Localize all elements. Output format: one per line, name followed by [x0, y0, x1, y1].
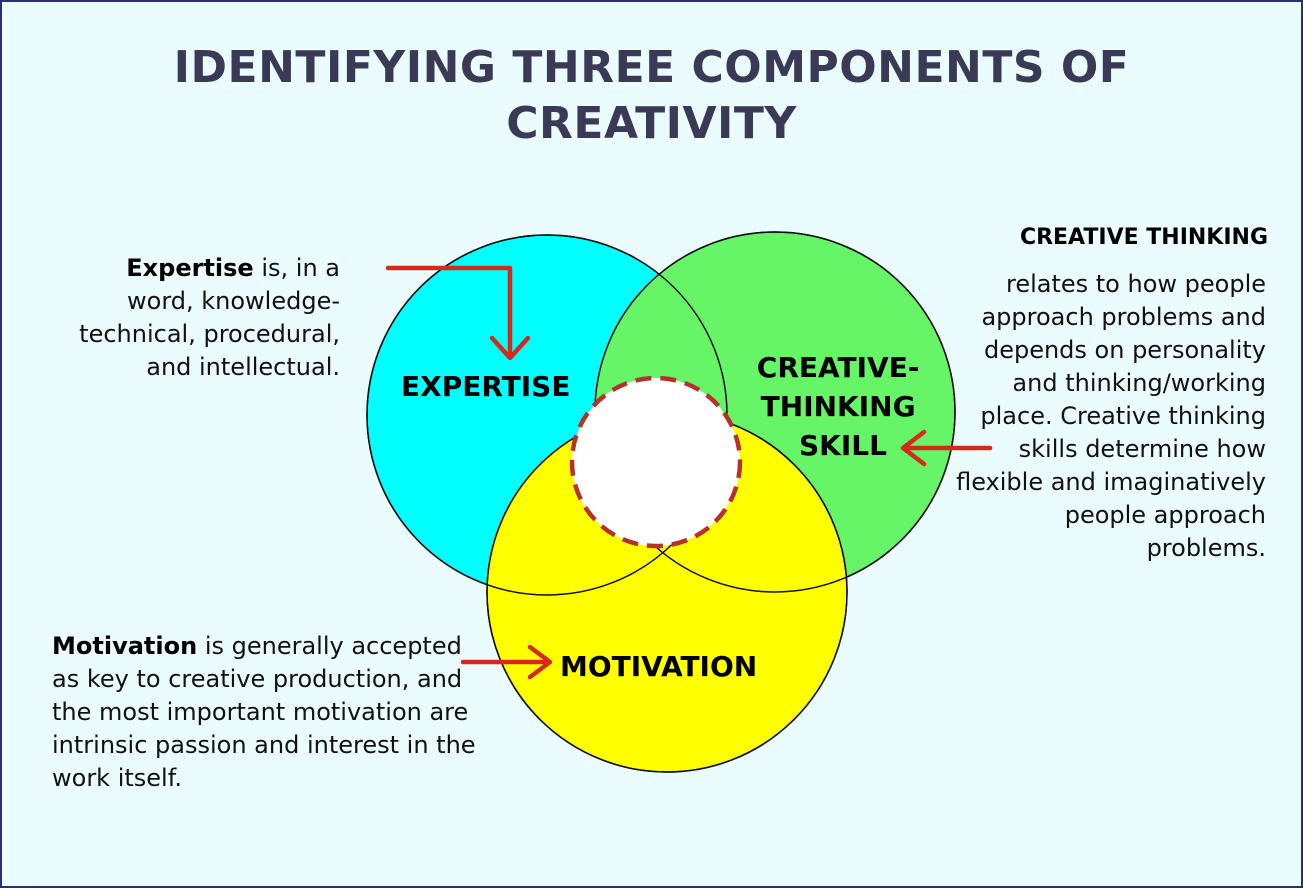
- expertise-description: Expertise is, in a word, knowledge-techn…: [60, 252, 340, 384]
- motivation-label: MOTIVATION: [560, 650, 757, 683]
- creative-thinking-heading: CREATIVE THINKING: [1019, 225, 1268, 250]
- motivation-text: is generally accepted as key to creative…: [52, 632, 476, 792]
- creative-label-line-1: CREATIVE-: [757, 351, 920, 384]
- title-line-2: CREATIVITY: [506, 98, 797, 149]
- expertise-text: is, in a word, knowledge-technical, proc…: [79, 254, 340, 381]
- expertise-label: EXPERTISE: [401, 370, 570, 403]
- creative-thinking-arrow: [900, 429, 993, 467]
- motivation-term: Motivation: [52, 632, 198, 660]
- creative-label-line-2: THINKING: [761, 390, 916, 423]
- creative-label-line-3: SKILL: [799, 429, 887, 462]
- center-intersection-circle: [569, 375, 743, 549]
- creative-thinking-description: relates to how people approach problems …: [956, 270, 1266, 562]
- title-line-1: IDENTIFYING THREE COMPONENTS OF: [173, 42, 1130, 93]
- expertise-term: Expertise: [126, 254, 254, 282]
- expertise-arrow: [385, 265, 531, 361]
- motivation-arrow: [460, 644, 553, 680]
- page-title: IDENTIFYING THREE COMPONENTS OF CREATIVI…: [150, 40, 1153, 152]
- creative-thinking-label: CREATIVE- THINKING SKILL: [757, 351, 929, 462]
- motivation-description: Motivation is generally accepted as key …: [52, 630, 482, 795]
